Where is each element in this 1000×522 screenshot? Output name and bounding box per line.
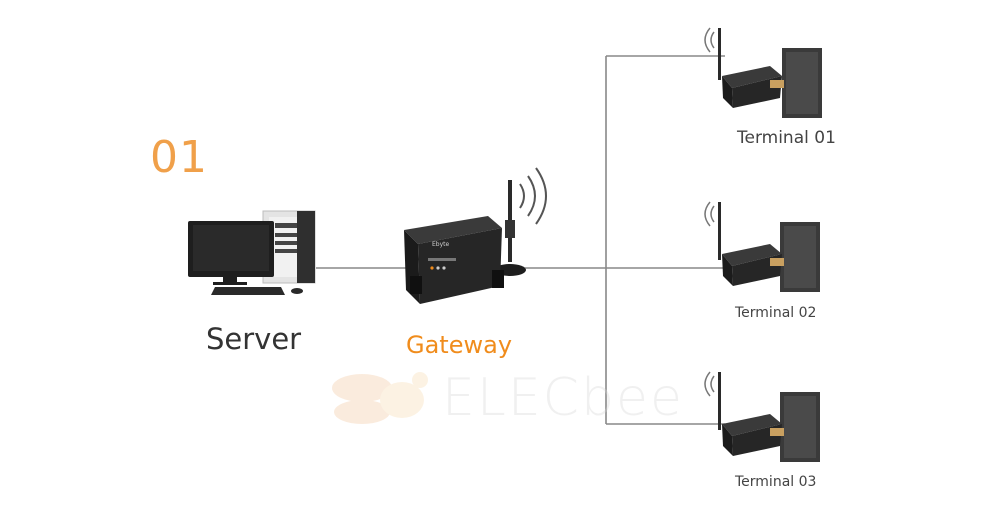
terminal-02-label: Terminal 02 xyxy=(735,305,817,321)
watermark: ELECbee xyxy=(322,362,692,434)
watermark-text: ELECbee xyxy=(442,368,684,428)
terminal-01-device-icon xyxy=(704,27,822,118)
terminal-01-label: Terminal 01 xyxy=(737,128,836,148)
server-label: Server xyxy=(206,322,302,356)
server-computer-icon xyxy=(188,210,316,295)
step-number: 01 xyxy=(150,132,208,183)
gateway-brand-text: Ebyte xyxy=(432,241,450,248)
gateway-device-icon: Ebyte xyxy=(404,167,547,304)
terminal-02-device-icon xyxy=(704,201,820,292)
gateway-label: Gateway xyxy=(406,331,513,359)
terminal-03-label: Terminal 03 xyxy=(735,474,817,490)
terminal-03-device-icon xyxy=(704,371,820,462)
bee-logo-icon xyxy=(332,372,428,424)
